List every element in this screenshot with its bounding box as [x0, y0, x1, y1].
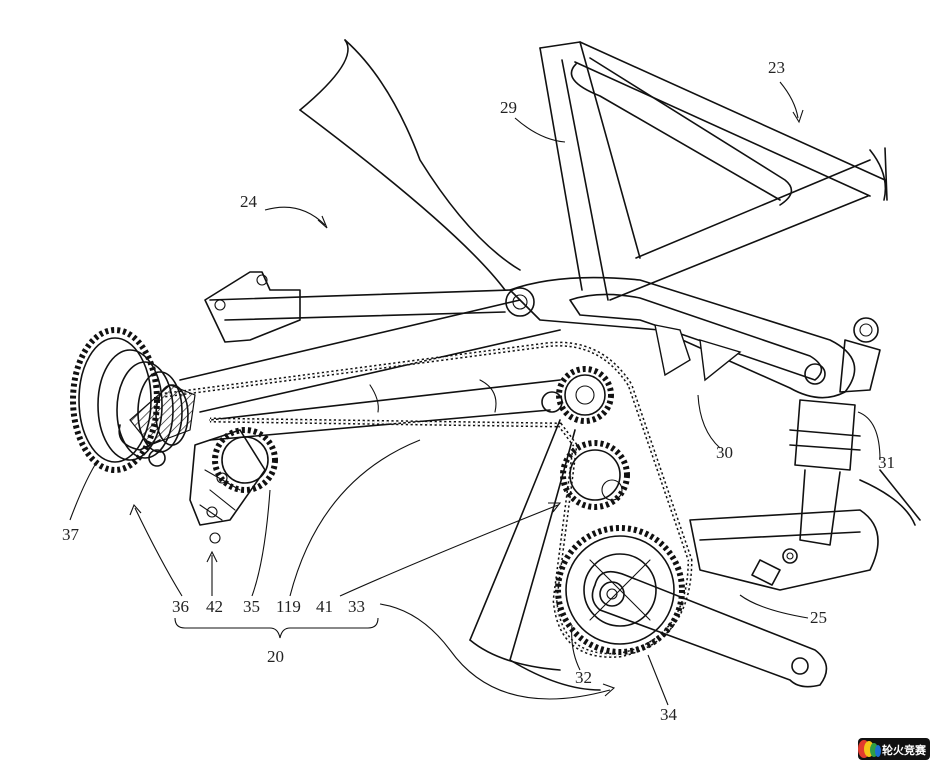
lower-link [689, 469, 921, 591]
label-24: 24 [240, 192, 258, 211]
chain [164, 341, 693, 658]
crank-arm [591, 570, 828, 688]
label-32: 32 [575, 668, 592, 687]
shock-absorber [789, 339, 881, 546]
label-29: 29 [500, 98, 517, 117]
label-35: 35 [243, 597, 260, 616]
label-36: 36 [172, 597, 189, 616]
label-33: 33 [348, 597, 365, 616]
label-20: 20 [267, 647, 284, 666]
upper-idler-pulley [541, 366, 614, 424]
mid-idler-pulley [560, 440, 630, 510]
label-23: 23 [768, 58, 785, 77]
leader-lines [69, 81, 881, 706]
watermark-logo: 轮火竞赛 [858, 738, 930, 760]
watermark-text: 轮火竞赛 [882, 743, 927, 757]
label-41: 41 [316, 597, 333, 616]
label-119: 119 [276, 597, 301, 616]
rocker-link [505, 276, 879, 399]
label-31: 31 [878, 453, 895, 472]
label-42: 42 [206, 597, 223, 616]
main-frame [539, 41, 888, 301]
reference-numerals: 23 29 24 30 31 37 36 42 35 119 41 33 20 … [62, 58, 895, 724]
label-34: 34 [660, 705, 678, 724]
label-25: 25 [810, 608, 827, 627]
rear-triangle [179, 271, 561, 441]
rear-wheel-tire [299, 39, 601, 691]
label-37: 37 [62, 525, 80, 544]
rear-derailleur [118, 384, 278, 544]
label-30: 30 [716, 443, 733, 462]
logo-swirl-blue [875, 745, 881, 757]
